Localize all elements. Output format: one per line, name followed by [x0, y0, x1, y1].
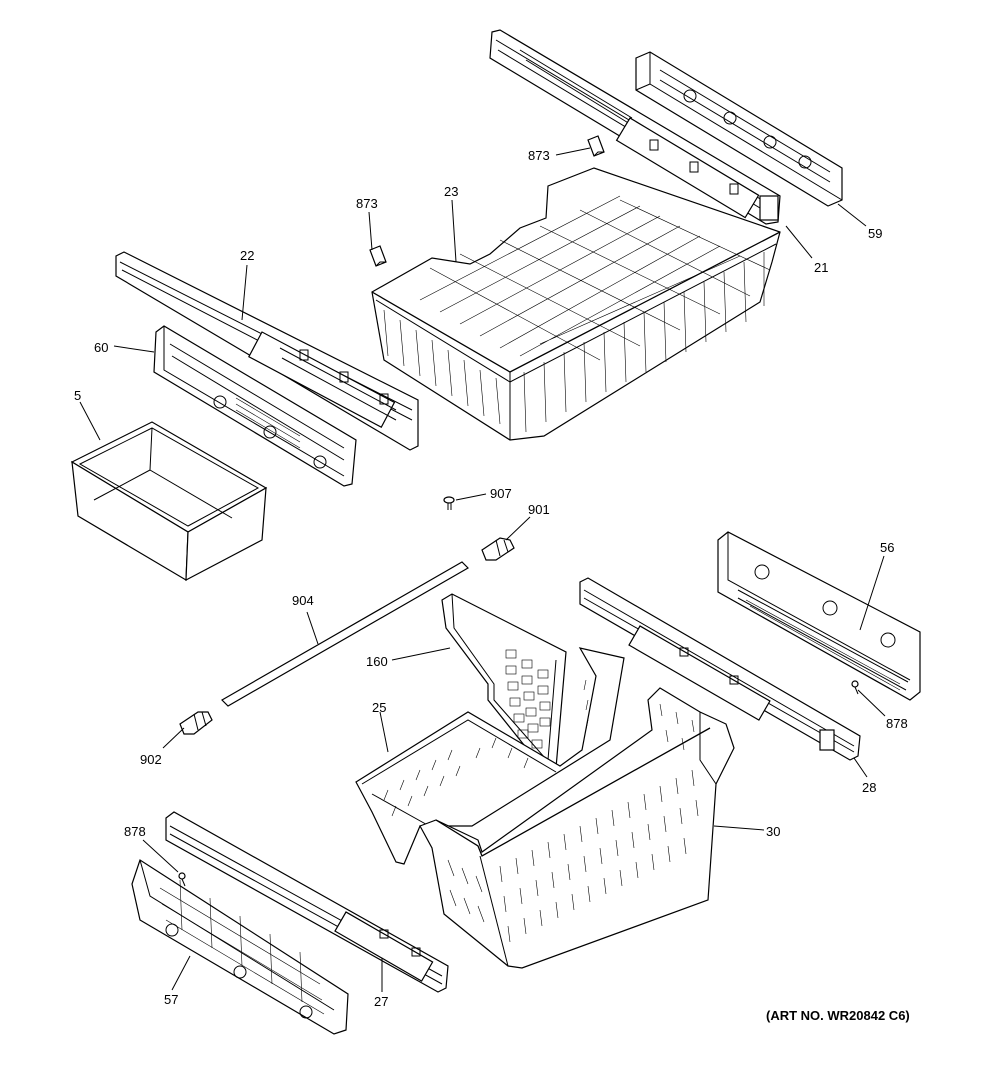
callout-901: 901 — [528, 502, 550, 517]
part-878-screw-right — [851, 680, 859, 695]
leader-lines — [79, 147, 886, 992]
part-160-divider — [441, 593, 567, 771]
callout-22: 22 — [240, 248, 254, 263]
part-28-slide-rail — [579, 577, 861, 761]
callout-5: 5 — [74, 388, 81, 403]
part-907-screw — [443, 496, 455, 510]
callout-878-left: 878 — [124, 824, 146, 839]
part-902-knob — [179, 711, 213, 735]
art-number-label: (ART NO. WR20842 C6) — [766, 1008, 910, 1023]
part-904-rod — [221, 561, 469, 707]
callout-labels: 59 21 873 873 23 22 60 5 907 901 56 904 … — [74, 148, 908, 1009]
part-56-rail-cover — [717, 531, 921, 701]
callout-28: 28 — [862, 780, 876, 795]
callout-873-upper: 873 — [528, 148, 550, 163]
part-57-rail-cover — [131, 859, 349, 1035]
callout-25: 25 — [372, 700, 386, 715]
callout-907: 907 — [490, 486, 512, 501]
callout-57: 57 — [164, 992, 178, 1007]
callout-160: 160 — [366, 654, 388, 669]
callout-902: 902 — [140, 752, 162, 767]
part-878-screw-left — [178, 872, 186, 887]
callout-23: 23 — [444, 184, 458, 199]
part-901-knob — [481, 537, 515, 561]
callout-27: 27 — [374, 994, 388, 1009]
callout-21: 21 — [814, 260, 828, 275]
part-873-clip-left — [369, 245, 387, 267]
part-873-clip-upper — [587, 135, 605, 157]
part-23-freezer-basket — [371, 167, 781, 441]
part-27-slide-rail — [165, 811, 449, 993]
part-5-storage-bin — [70, 421, 268, 582]
part-22-slide-rail — [115, 251, 419, 451]
part-59-rail-cover — [635, 51, 843, 207]
callout-904: 904 — [292, 593, 314, 608]
callout-30: 30 — [766, 824, 780, 839]
callout-878-right: 878 — [886, 716, 908, 731]
callout-873-left: 873 — [356, 196, 378, 211]
callout-60: 60 — [94, 340, 108, 355]
callout-56: 56 — [880, 540, 894, 555]
part-21-slide-rail — [489, 29, 781, 225]
callout-59: 59 — [868, 226, 882, 241]
part-30-basket — [419, 687, 735, 969]
part-60-rail-cover — [153, 325, 357, 487]
